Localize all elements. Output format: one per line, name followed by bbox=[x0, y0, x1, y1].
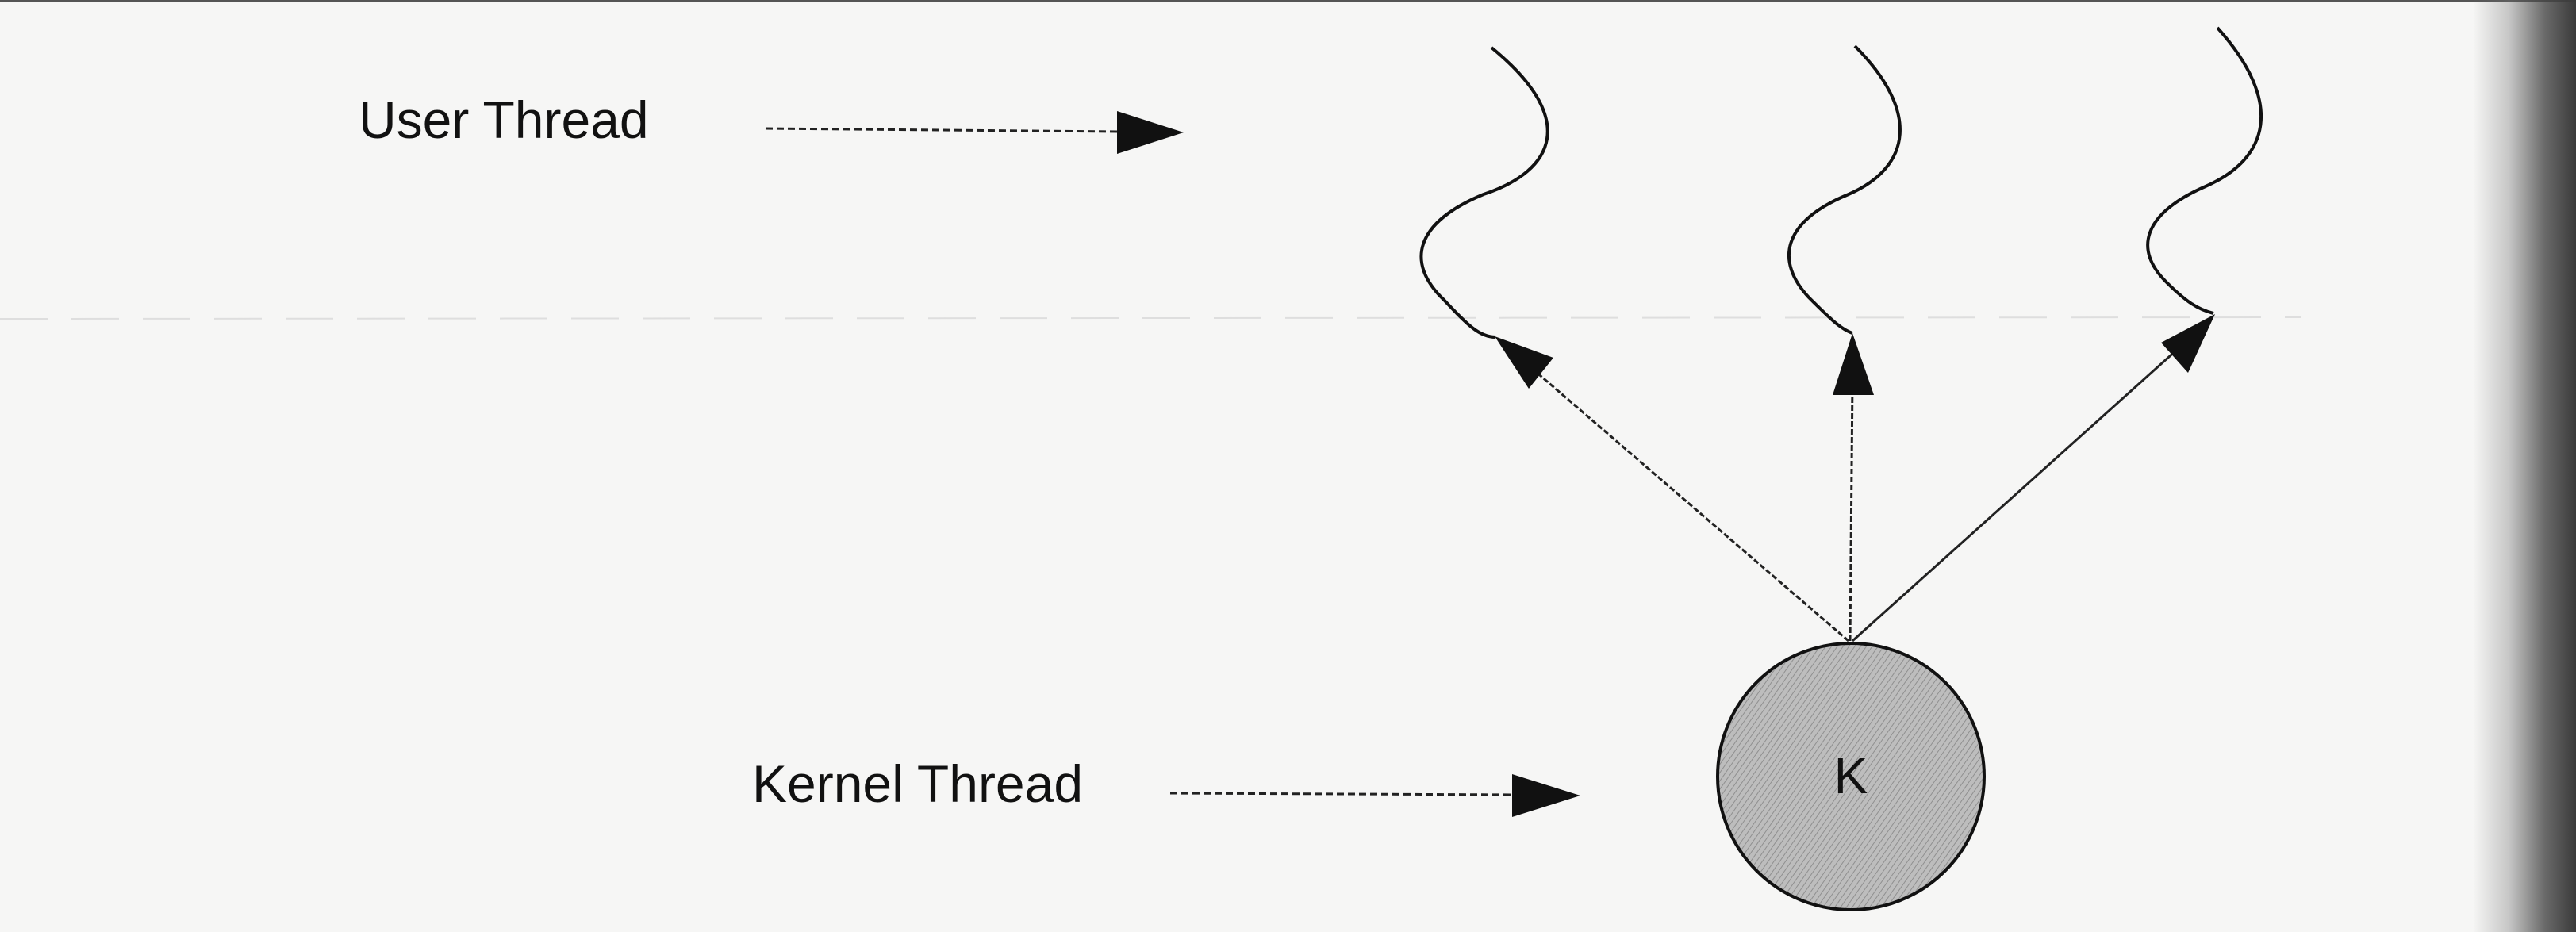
kernel-thread-pointer-line bbox=[1169, 792, 1520, 796]
kernel-node-label: K bbox=[1834, 747, 1868, 804]
mapping-arrow-1-shaft bbox=[1522, 359, 1849, 642]
scan-artifact-line bbox=[0, 316, 2302, 320]
user-thread-pointer-arrowhead bbox=[1117, 111, 1184, 154]
scan-edge-shadow bbox=[2473, 0, 2576, 932]
user-thread-label: User Thread bbox=[359, 90, 649, 149]
user-thread-pointer-line bbox=[765, 127, 1119, 133]
kernel-thread-node bbox=[1716, 642, 1986, 911]
mapping-arrow-3-head bbox=[2161, 314, 2215, 373]
mapping-arrow-3-shaft bbox=[1851, 347, 2179, 642]
kernel-thread-pointer-arrowhead bbox=[1512, 774, 1580, 817]
mapping-arrow-2-head bbox=[1833, 333, 1874, 395]
user-thread-2 bbox=[1787, 44, 1902, 335]
user-thread-1 bbox=[1419, 46, 1549, 339]
mapping-arrow-1-head bbox=[1495, 336, 1553, 389]
page-top-edge bbox=[0, 0, 2576, 2]
user-thread-3 bbox=[2146, 26, 2263, 315]
kernel-thread-label: Kernel Thread bbox=[752, 754, 1083, 813]
mapping-arrow-2-shaft bbox=[1849, 380, 1854, 642]
